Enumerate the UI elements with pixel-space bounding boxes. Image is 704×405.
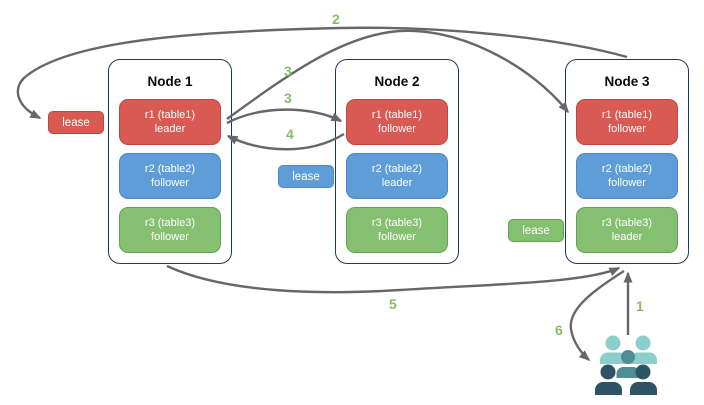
replica-node1-r3: r3 (table3) follower — [119, 207, 221, 253]
replica-name: r1 (table1) — [144, 109, 196, 121]
node-3: Node 3 r1 (table1) follower r2 (table2) … — [565, 59, 689, 264]
replica-name: r2 (table2) — [144, 163, 196, 175]
replica-name: r1 (table1) — [371, 109, 423, 121]
replica-node2-r1: r1 (table1) follower — [346, 99, 448, 145]
lease-badge-table3: lease — [508, 219, 564, 242]
replica-node3-r3: r3 (table3) leader — [576, 207, 678, 253]
step-label-3b: 3 — [284, 90, 292, 106]
replica-name: r2 (table2) — [601, 163, 653, 175]
replica-node2-r3: r3 (table3) follower — [346, 207, 448, 253]
lease-badge-table1: lease — [48, 111, 104, 134]
replica-name: r3 (table3) — [144, 217, 196, 229]
replica-name: r3 (table3) — [371, 217, 423, 229]
replica-role: leader — [611, 231, 643, 243]
replica-node1-r1: r1 (table1) leader — [119, 99, 221, 145]
replica-role: follower — [151, 177, 189, 189]
replica-role: follower — [608, 123, 646, 135]
node-2: Node 2 r1 (table1) follower r2 (table2) … — [335, 59, 459, 264]
replica-role: follower — [151, 231, 189, 243]
replica-role: leader — [381, 177, 413, 189]
replica-role: follower — [378, 123, 416, 135]
replica-role: follower — [378, 231, 416, 243]
step-label-6: 6 — [555, 322, 563, 338]
arrow-step-5 — [166, 264, 621, 294]
replica-name: r1 (table1) — [601, 109, 653, 121]
replica-role: follower — [608, 177, 646, 189]
node-title: Node 2 — [374, 74, 420, 89]
replica-name: r3 (table3) — [601, 217, 653, 229]
clients-people-icon — [595, 335, 658, 395]
replica-node3-r2: r2 (table2) follower — [576, 153, 678, 199]
step-label-1: 1 — [636, 298, 644, 314]
replica-node3-r1: r1 (table1) follower — [576, 99, 678, 145]
step-label-3a: 3 — [284, 63, 292, 79]
node-title: Node 3 — [604, 74, 650, 89]
replica-node1-r2: r2 (table2) follower — [119, 153, 221, 199]
replica-node2-r2: r2 (table2) leader — [346, 153, 448, 199]
step-label-2: 2 — [332, 11, 340, 27]
lease-badge-table2: lease — [278, 165, 334, 188]
replica-role: leader — [154, 123, 186, 135]
arrow-step-3-to-node2 — [226, 108, 343, 125]
step-label-5: 5 — [389, 296, 397, 312]
node-title: Node 1 — [147, 74, 193, 89]
replica-name: r2 (table2) — [371, 163, 423, 175]
node-1: Node 1 r1 (table1) leader r2 (table2) fo… — [108, 59, 232, 264]
arrow-step-6 — [569, 269, 625, 361]
step-label-4: 4 — [286, 126, 294, 142]
